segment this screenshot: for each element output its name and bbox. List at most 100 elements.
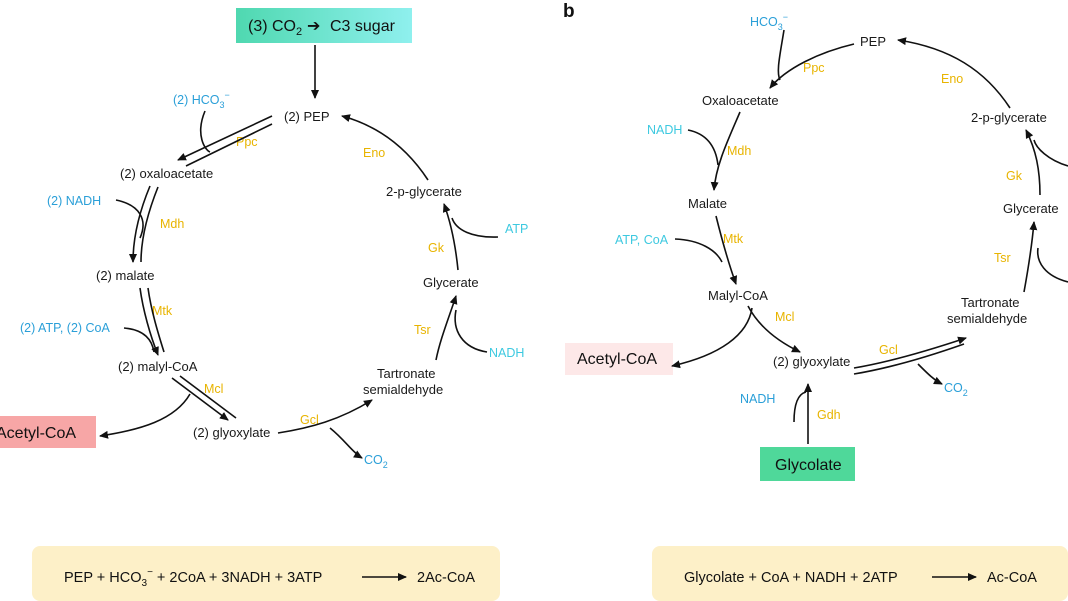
arrow-pep-to-oxaloacetate-b	[769, 43, 855, 89]
hco3-prefix: (2) HCO	[173, 93, 220, 107]
panel-b: b PEP Oxaloacetate Malate Malyl-CoA (2) …	[563, 1, 1068, 601]
node-tartronate-b-line2: semialdehyde	[947, 311, 1027, 326]
arrow-oxaloacetate-to-malate-1	[129, 185, 151, 263]
arrow-tartronate-to-glycerate	[435, 295, 458, 361]
arrow-hco3-b-in	[777, 29, 785, 81]
enzyme-gcl: Gcl	[300, 413, 319, 427]
arrow-side-cofactor-gk-b	[1033, 139, 1068, 167]
acetyl-coa-box-b	[565, 343, 673, 375]
cofactor-hco3: (2) HCO3−	[173, 90, 230, 110]
hco3-b-sup: −	[783, 12, 788, 22]
eq-a-lhs-2: + 2CoA + 3NADH + 3ATP	[153, 570, 322, 586]
node-pep: (2) PEP	[284, 109, 330, 124]
acetyl-coa-box	[0, 416, 96, 448]
arrow-to-acetyl-coa-b	[671, 307, 753, 369]
arrow-2pg-to-pep-b	[897, 37, 1011, 109]
enzyme-eno-b: Eno	[941, 72, 963, 86]
hco3-b-sub: 3	[778, 22, 783, 32]
arrow-glyoxylate-to-tartronate	[277, 399, 373, 434]
acetyl-coa-label: Acetyl-CoA	[0, 425, 76, 442]
hco3-sup: −	[225, 90, 230, 100]
arrow-oxaloacetate-to-malate-b	[710, 111, 741, 191]
glycolate-box	[760, 447, 855, 481]
cofactor-nadh-tsr: NADH	[489, 346, 524, 360]
enzyme-mdh: Mdh	[160, 217, 184, 231]
cofactor-nadh: (2) NADH	[47, 194, 101, 208]
enzyme-gk-b: Gk	[1006, 169, 1023, 183]
co2-header-text: (3) CO2	[248, 18, 302, 38]
arrow-atp-coa-b-in	[674, 238, 723, 263]
arrow-malate-to-malylcoa-1	[139, 287, 159, 356]
arrow-nadh-tsr-in	[454, 309, 488, 353]
arrow-pep-to-oxaloacetate-2	[185, 123, 273, 167]
equation-box-a	[32, 546, 500, 601]
arrow-malate-to-malylcoa-b	[715, 215, 738, 285]
node-glyoxylate: (2) glyoxylate	[193, 425, 270, 440]
node-malyl-coa-b: Malyl-CoA	[708, 288, 768, 303]
arrow-malylcoa-to-glyoxylate-1	[171, 377, 229, 421]
equation-box-b	[652, 546, 1068, 601]
header-prefix: (3) CO	[248, 18, 296, 35]
enzyme-mtk: Mtk	[152, 304, 173, 318]
cofactor-atp: ATP	[505, 222, 528, 236]
eq-a-lhs-1: PEP + HCO	[64, 570, 142, 586]
arrow-glycerate-to-2pg-b	[1025, 129, 1041, 196]
equation-b-rhs: Ac-CoA	[987, 570, 1037, 586]
equation-a-rhs: 2Ac-CoA	[417, 570, 475, 586]
header-sub: 2	[296, 26, 302, 38]
node-oxaloacetate-b: Oxaloacetate	[702, 93, 779, 108]
node-2-p-glycerate-b: 2-p-glycerate	[971, 110, 1047, 125]
cofactor-atp-coa: (2) ATP, (2) CoA	[20, 321, 111, 335]
co2-main: CO	[364, 453, 383, 467]
equation-a-lhs: PEP + HCO3− + 2CoA + 3NADH + 3ATP	[64, 567, 322, 589]
enzyme-ppc-b: Ppc	[803, 61, 825, 75]
enzyme-mcl-b: Mcl	[775, 310, 794, 324]
arrow-pep-to-oxaloacetate-1	[177, 115, 273, 161]
arrow-glyoxylate-to-tartronate-b-2	[853, 343, 965, 375]
co2-b-main: CO	[944, 381, 963, 395]
eq-a-sup: −	[147, 567, 153, 578]
node-glycerate-b: Glycerate	[1003, 201, 1059, 216]
panel-a: (3) CO2 ➔ C3 sugar (2) PEP (2) oxaloacet…	[0, 8, 528, 601]
arrow-malate-to-malylcoa-2	[147, 287, 165, 353]
arrow-co2-b-out	[917, 363, 943, 385]
node-tartronate-line2: semialdehyde	[363, 382, 443, 397]
co2-to-c3-sugar-box	[236, 8, 412, 43]
cofactor-nadh-b: NADH	[647, 123, 682, 137]
equation-b-lhs: Glycolate + CoA + NADH + 2ATP	[684, 570, 898, 586]
arrow-glycerate-to-2pg	[442, 203, 459, 271]
enzyme-gdh-b: Gdh	[817, 408, 841, 422]
enzyme-gcl-b: Gcl	[879, 343, 898, 357]
arrow-side-cofactor-tsr-b	[1036, 247, 1068, 283]
enzyme-mtk-b: Mtk	[723, 232, 744, 246]
hco3-b-prefix: HCO	[750, 15, 778, 29]
eq-a-sub: 3	[142, 578, 148, 589]
cofactor-nadh-gdh-b: NADH	[740, 392, 775, 406]
arrow-co2-out	[329, 427, 363, 459]
node-2-p-glycerate: 2-p-glycerate	[386, 184, 462, 199]
node-oxaloacetate: (2) oxaloacetate	[120, 166, 213, 181]
cofactor-co2: CO2	[364, 453, 388, 470]
hco3-sub: 3	[220, 100, 225, 110]
node-glyoxylate-b: (2) glyoxylate	[773, 354, 850, 369]
node-pep-b: PEP	[860, 34, 886, 49]
node-glycerate: Glycerate	[423, 275, 479, 290]
arrow-tartronate-to-glycerate-b	[1023, 221, 1038, 293]
node-tartronate-line1: Tartronate	[377, 366, 436, 381]
arrow-hco3-in	[200, 110, 211, 153]
co2-b-sub: 2	[963, 388, 968, 398]
header-suffix: C3 sugar	[330, 18, 396, 35]
cofactor-atp-coa-b: ATP, CoA	[615, 233, 669, 247]
arrow-nadh-gdh-in	[793, 391, 807, 423]
arrow-malylcoa-to-glyoxylate-2	[179, 375, 237, 419]
arrow-nadh-b-in	[687, 129, 719, 166]
cofactor-co2-b: CO2	[944, 381, 968, 398]
glycolate-label: Glycolate	[775, 457, 842, 474]
arrow-atp-in	[451, 217, 499, 238]
header-arrow-glyph: ➔	[307, 18, 320, 35]
enzyme-gk: Gk	[428, 241, 445, 255]
co2-sub: 2	[383, 460, 388, 470]
panel-b-letter: b	[563, 1, 575, 22]
enzyme-mdh-b: Mdh	[727, 144, 751, 158]
